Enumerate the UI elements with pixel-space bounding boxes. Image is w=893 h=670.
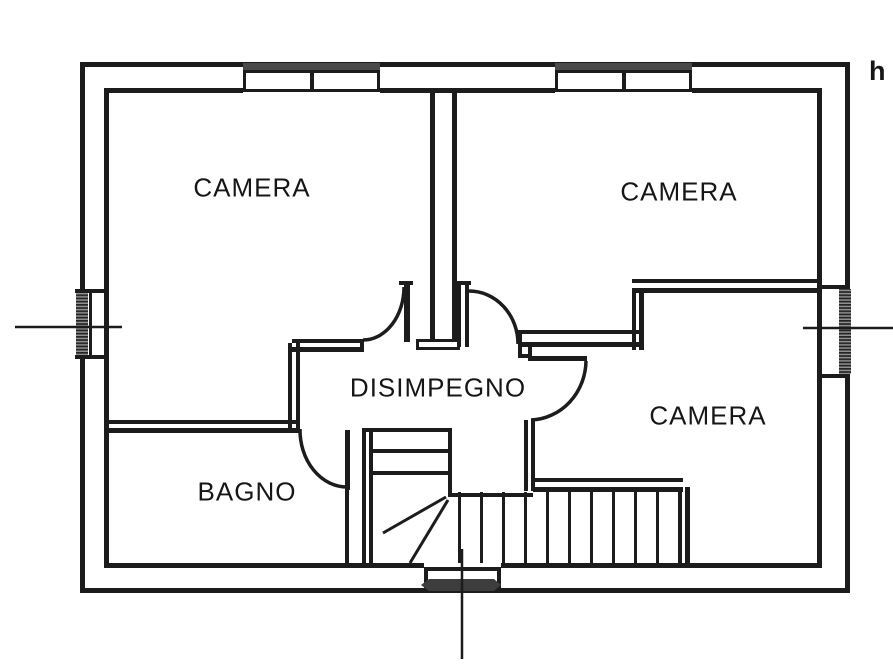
stair-tread	[372, 449, 450, 453]
wall-segment	[518, 334, 522, 358]
stair-tread	[458, 492, 461, 563]
wall-segment	[104, 88, 243, 93]
wall-segment	[345, 489, 349, 565]
stair-tread	[568, 492, 571, 563]
window-glass-hatch	[839, 289, 851, 374]
room-label-camera-right: CAMERA	[649, 400, 767, 431]
wall-segment	[292, 339, 364, 343]
stair-tread	[546, 492, 549, 563]
stair-tread	[480, 492, 483, 563]
stair-winder-line	[408, 499, 450, 564]
staircase	[362, 428, 690, 567]
room-label-disimpegno: DISIMPEGNO	[349, 372, 527, 403]
wall-segment	[362, 428, 452, 432]
wall-segment	[632, 288, 821, 293]
wall-segment	[104, 428, 296, 433]
wall-segment	[632, 293, 636, 350]
wall-segment	[685, 487, 690, 567]
wall-segment	[531, 420, 535, 491]
window-mullion	[310, 71, 314, 91]
stair-tread	[524, 492, 527, 563]
wall-disimpegno-right	[518, 279, 821, 358]
wall-segment	[518, 342, 642, 347]
wall-segment	[104, 563, 424, 568]
door-leaf-cap	[455, 281, 471, 285]
wall-bagno	[298, 428, 350, 565]
door-leaf	[457, 283, 461, 347]
wall-segment	[380, 88, 555, 93]
stair-nosing	[448, 493, 533, 497]
window-glass-hatch	[76, 293, 88, 355]
stair-tread	[656, 492, 659, 563]
window-sill-band	[555, 63, 692, 71]
window-bottom	[421, 549, 501, 659]
wall-end-cap	[360, 339, 364, 352]
window-cap	[818, 374, 849, 378]
room-label-camera-top-right: CAMERA	[620, 176, 738, 207]
window-left	[15, 289, 122, 359]
wall-camera1-bottom	[104, 339, 364, 433]
window-sill-band	[243, 63, 380, 71]
window-frame-line	[89, 293, 92, 355]
stair-tread	[634, 492, 637, 563]
wall-segment	[288, 343, 292, 428]
room-label-bagno: BAGNO	[197, 476, 297, 507]
wall-segment	[639, 293, 644, 350]
stair-tread	[372, 471, 450, 475]
wall-segment	[533, 478, 683, 482]
wall-segment	[632, 279, 821, 283]
door-leaf	[528, 356, 587, 361]
door-leaf	[345, 430, 350, 490]
wall-segment	[501, 563, 822, 568]
wall-segment	[448, 432, 452, 494]
window-jamb	[497, 567, 501, 593]
window-cap	[818, 285, 849, 289]
door-swing-arc	[530, 360, 588, 422]
window-right	[803, 285, 893, 378]
stair-tread	[612, 492, 615, 563]
wall-segment	[533, 487, 683, 492]
door-camera-top-right	[455, 281, 520, 347]
wall-segment	[80, 62, 850, 67]
door-camera-right	[524, 356, 588, 491]
wall-segment	[518, 354, 532, 358]
window-mullion	[622, 71, 626, 91]
window-cap	[75, 355, 105, 359]
stair-tread	[502, 492, 505, 563]
door-swing-arc	[298, 428, 348, 489]
partition-wall-top-bedrooms	[416, 88, 460, 350]
wall-segment	[369, 428, 373, 565]
stair-winder-line	[382, 495, 447, 535]
wall-segment	[692, 88, 822, 93]
door-leaf	[404, 283, 410, 342]
wall-segment	[518, 330, 642, 334]
wall-segment	[524, 420, 528, 491]
door-swing-arc	[362, 286, 406, 342]
window-top-left-pair	[243, 63, 380, 92]
wall-segment	[430, 88, 435, 339]
wall-segment	[104, 420, 296, 424]
window-top-right-pair	[555, 63, 692, 92]
wall-segment	[452, 88, 457, 339]
wall-segment	[678, 487, 682, 567]
wall-segment	[528, 347, 532, 356]
room-label-camera-top-left: CAMERA	[193, 172, 311, 203]
door-camera-top-left	[362, 281, 413, 342]
wall-end-cap	[416, 339, 460, 350]
height-note-label: h	[869, 56, 886, 86]
door-swing-arc	[468, 289, 520, 345]
window-cap	[75, 289, 105, 293]
wall-segment	[292, 347, 364, 352]
door-leaf	[465, 283, 469, 347]
window-jamb	[424, 567, 428, 593]
wall-segment	[296, 343, 300, 433]
wall-segment	[362, 428, 366, 565]
stair-tread	[590, 492, 593, 563]
